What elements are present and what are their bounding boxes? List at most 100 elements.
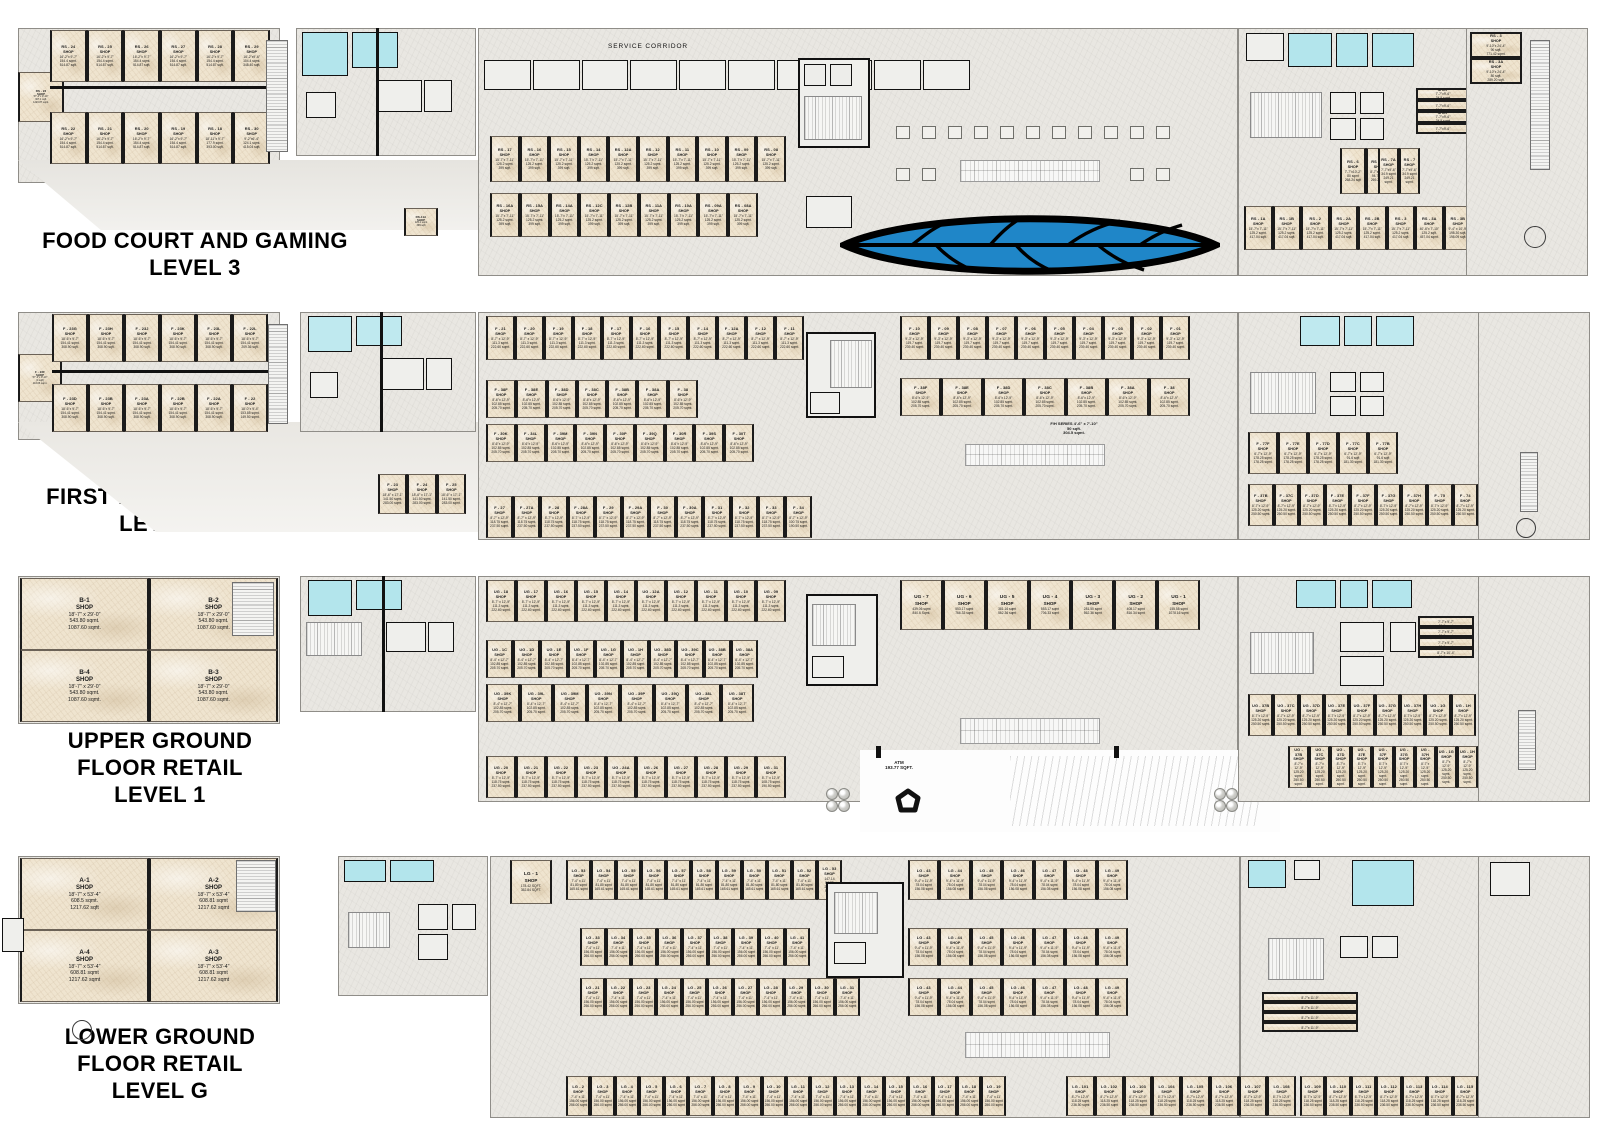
cell-rs-11a-tall[interactable]: RS-11A SHOP 125.2 sqmt 399 sqft <box>404 208 438 236</box>
shop-cell[interactable]: LG - 78SHOP8'-7"x 11'-9"91.82 SQFT113.65… <box>1262 1002 1358 1012</box>
levelG-toilet-right-a[interactable] <box>1248 860 1286 888</box>
level3-toilet-right-b[interactable] <box>1336 33 1368 67</box>
level1-toilet-a[interactable] <box>308 580 352 616</box>
shop-cell[interactable]: UG - 57ASHOP8'-7"x 10'-4"91.6 sqmt118.30… <box>1418 647 1474 658</box>
level2-toilet-a[interactable] <box>308 316 352 352</box>
level3-lift-b[interactable] <box>830 64 852 86</box>
level2-toilet-right-a[interactable] <box>1300 316 1340 346</box>
shop-cell[interactable]: UG - 57BSHOP7'-7"x 9'-7"91.6 sqmt118.30 … <box>1418 637 1474 648</box>
level3-lift-a[interactable] <box>804 64 826 86</box>
levelG-toilet-b[interactable] <box>390 860 434 882</box>
